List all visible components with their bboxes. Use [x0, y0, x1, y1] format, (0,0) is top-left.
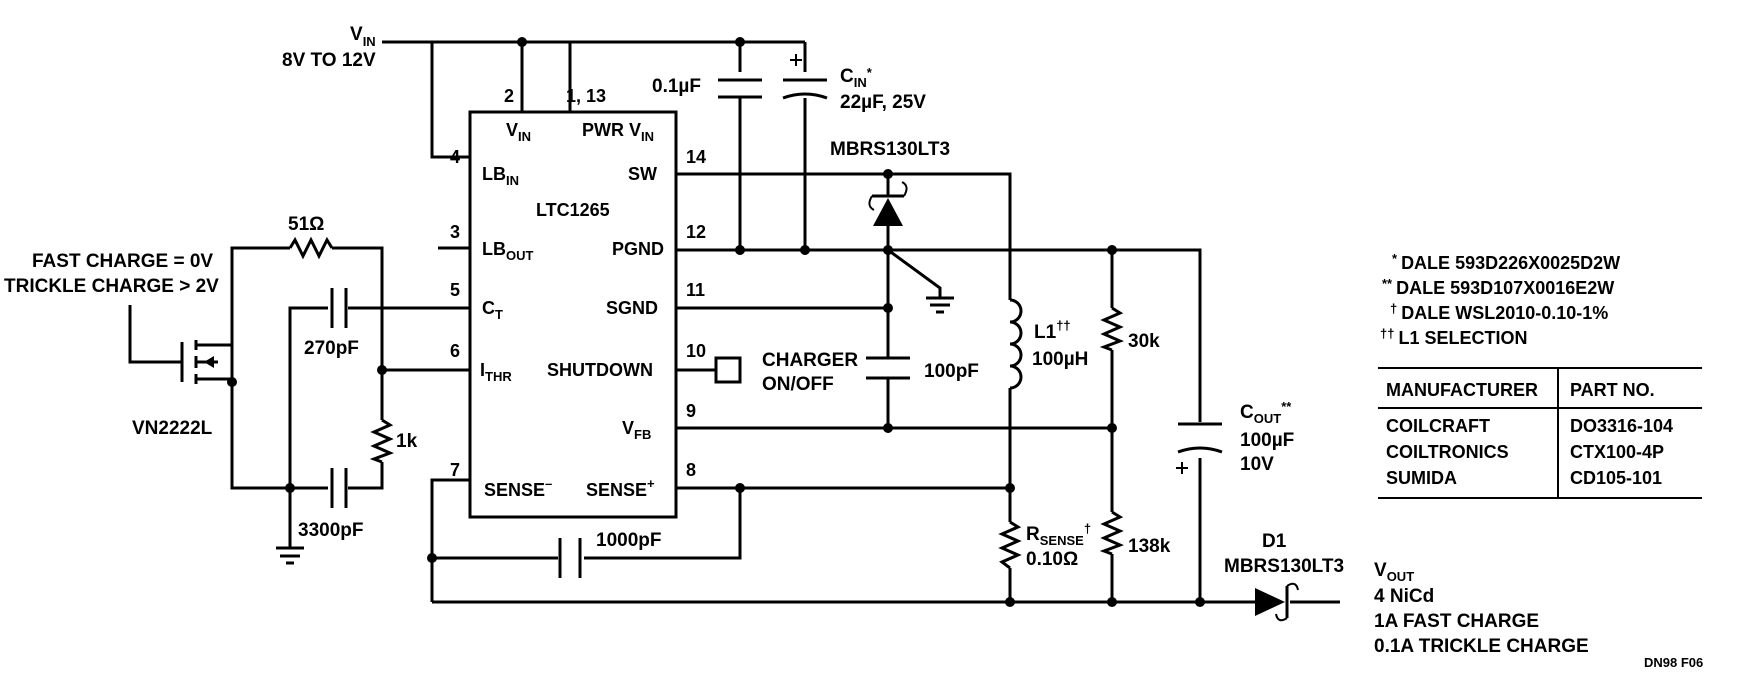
c100pf-label: 100pF	[924, 361, 979, 382]
schottky-top-part: MBRS130LT3	[830, 139, 950, 160]
footnotes: *DALE 593D226X0025D2W **DALE 593D107X001…	[1380, 251, 1620, 348]
note-1: *DALE 593D226X0025D2W	[1392, 251, 1620, 273]
resistor-rsense	[998, 520, 1022, 570]
capacitor-1000pf	[558, 538, 582, 578]
ic-part-name: LTC1265	[536, 200, 610, 220]
ic-pin-pgnd: PGND	[612, 239, 664, 259]
rsense-value: 0.10Ω	[1026, 549, 1078, 570]
note-2: **DALE 593D107X0016E2W	[1382, 276, 1614, 298]
capacitor-270pf	[330, 288, 348, 328]
ic-pin-sensepos: SENSE+	[586, 476, 655, 500]
mosfet-vn2222l	[180, 340, 234, 384]
wires	[128, 40, 1340, 604]
table-cell: COILCRAFT	[1386, 416, 1490, 436]
c270-label: 270pF	[304, 338, 359, 359]
ic-pin-lbout: LBOUT	[482, 239, 534, 263]
pin-num-ct: 5	[450, 280, 460, 300]
ic-pin-lbin: LBIN	[482, 164, 519, 188]
r30k-label: 30k	[1128, 331, 1160, 352]
ic-pin-senseneg: SENSE–	[484, 476, 552, 500]
table-cell: CD105-101	[1570, 468, 1662, 488]
pin-num-pwrvin: 1, 13	[566, 86, 606, 106]
capacitor-cout	[1176, 422, 1223, 474]
ic-pin-ithr: ITHR	[480, 360, 512, 384]
vout-line-1: 4 NiCd	[1374, 586, 1434, 607]
schottky-diode-d1	[1255, 582, 1299, 622]
ic-pin-pwrvin: PWR VIN	[582, 120, 654, 144]
pin-num-pgnd: 12	[686, 222, 706, 242]
c1000-label: 1000pF	[596, 530, 661, 551]
capacitor-cin	[782, 54, 828, 100]
cap-0-1uf-label: 0.1µF	[652, 76, 701, 97]
cout-value: 100µF	[1240, 430, 1294, 451]
pin-num-ithr: 6	[450, 341, 460, 361]
pin-num-sw: 14	[686, 147, 706, 167]
schottky-diode-top	[868, 181, 908, 226]
pin-num-sensepos: 8	[686, 460, 696, 480]
ic-pin-sgnd: SGND	[606, 298, 658, 318]
r51-label: 51Ω	[288, 214, 324, 235]
vin-label: VIN	[350, 24, 376, 49]
ground-icon-sgnd	[926, 296, 954, 314]
note-3: †DALE WSL2010-0.10-1%	[1390, 301, 1608, 323]
pin-num-sgnd: 11	[686, 280, 705, 300]
resistor-51-ohm	[288, 236, 334, 260]
ic-body	[468, 110, 678, 519]
table-cell: COILTRONICS	[1386, 442, 1509, 462]
pin-num-shutdown: 10	[686, 341, 706, 361]
cin-value: 22µF, 25V	[840, 92, 926, 113]
table-cell: SUMIDA	[1386, 468, 1457, 488]
pin-num-vfb: 9	[686, 401, 696, 421]
pin-num-lbout: 3	[450, 222, 460, 242]
ic-pin-names: VIN PWR VIN LBIN SW LTC1265 LBOUT PGND C…	[480, 120, 664, 500]
r138k-label: 138k	[1128, 536, 1171, 557]
c3300-label: 3300pF	[298, 520, 363, 541]
ic-pin-ct: CT	[482, 298, 503, 322]
ground-icon-left	[276, 546, 304, 565]
fet-label: VN2222L	[132, 418, 213, 439]
cout-name: COUT**	[1240, 399, 1292, 426]
resistor-1k	[369, 418, 394, 464]
vout-line-3: 0.1A TRICKLE CHARGE	[1374, 636, 1589, 657]
charger-label: CHARGER	[762, 350, 858, 371]
fast-charge-label: FAST CHARGE = 0V	[32, 251, 213, 272]
vout-line-2: 1A FAST CHARGE	[1374, 611, 1539, 632]
cin-name: CIN*	[840, 65, 873, 90]
pin-num-senseneg: 7	[450, 460, 460, 480]
rsense-name: RSENSE†	[1026, 521, 1091, 548]
ic-pin-shutdown: SHUTDOWN	[547, 360, 653, 380]
note-4: ††L1 SELECTION	[1380, 326, 1527, 348]
junction-dots	[227, 37, 1205, 607]
capacitor-100pf	[866, 356, 910, 380]
pin-num-lbin: 4	[450, 147, 460, 167]
pin-numbers: 2 1, 13 4 14 3 12 5 11 6 10 9 7 8	[450, 86, 706, 480]
l1-selection-table: MANUFACTURER PART NO. COILCRAFT DO3316-1…	[1378, 367, 1702, 499]
d1-name: D1	[1262, 531, 1287, 552]
capacitor-0-1uf	[718, 78, 762, 99]
cout-voltage: 10V	[1240, 454, 1274, 475]
l1-name: L1††	[1034, 318, 1071, 343]
pin-num-vin: 2	[504, 86, 514, 106]
table-cell: CTX100-4P	[1570, 442, 1664, 462]
charger-onoff-terminal	[714, 356, 742, 384]
vout-label: VOUT	[1374, 560, 1414, 584]
r1k-label: 1k	[396, 431, 418, 452]
charger-onoff-label: ON/OFF	[762, 374, 834, 395]
ic-pin-sw: SW	[628, 164, 657, 184]
resistor-138k	[1099, 510, 1124, 556]
inductor-l1	[1009, 298, 1023, 390]
table-cell: DO3316-104	[1570, 416, 1673, 436]
d1-part: MBRS130LT3	[1224, 556, 1344, 577]
ic-pin-vfb: VFB	[622, 418, 651, 442]
table-header-manufacturer: MANUFACTURER	[1386, 380, 1538, 400]
figure-id: DN98 F06	[1644, 655, 1703, 670]
l1-value: 100µH	[1032, 349, 1088, 370]
trickle-charge-label: TRICKLE CHARGE > 2V	[4, 276, 219, 297]
ic-pin-vin: VIN	[506, 120, 531, 144]
vin-range: 8V TO 12V	[282, 50, 376, 71]
resistor-30k	[1099, 306, 1124, 352]
table-header-part-no: PART NO.	[1570, 380, 1655, 400]
capacitor-3300pf	[330, 468, 348, 508]
